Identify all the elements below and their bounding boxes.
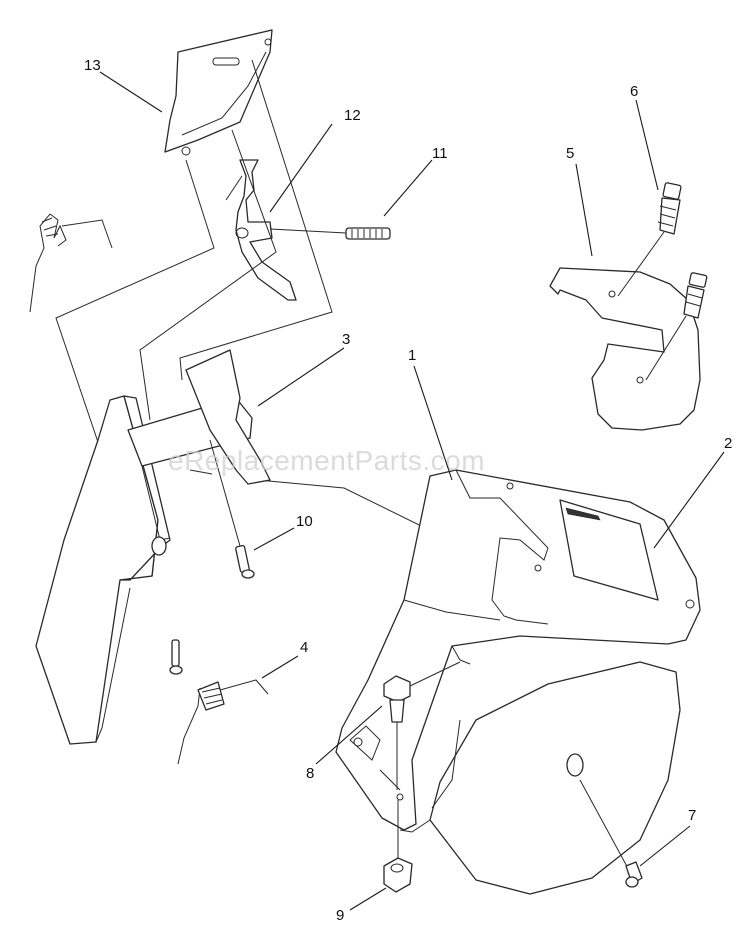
part-1-chute-housing [335, 469, 701, 831]
part-10-screw [209, 439, 255, 579]
part-6-bolts [617, 182, 708, 381]
part-9-nut [383, 800, 413, 893]
callout-leaders [99, 71, 725, 911]
watermark-text: eReplacementParts.com [168, 445, 485, 476]
callout-10: 10 [296, 513, 313, 530]
part-12-latch-link [235, 159, 297, 301]
callout-9: 9 [336, 907, 344, 924]
callout-12: 12 [344, 107, 361, 124]
callout-numbers: 13 12 11 5 6 3 1 2 10 4 8 7 9 [84, 57, 732, 924]
callout-13: 13 [84, 57, 101, 74]
alignment-lines [55, 59, 471, 551]
callout-1: 1 [408, 347, 416, 364]
lower-deflector [399, 661, 681, 895]
callout-5: 5 [566, 145, 574, 162]
callout-3: 3 [342, 331, 350, 348]
screw-lower-flap [169, 639, 183, 675]
part-7-screw [625, 861, 643, 888]
spring-upper-left [29, 213, 113, 313]
callout-6: 6 [630, 83, 638, 100]
part-5-bracket [549, 267, 701, 431]
part-11-spring [269, 227, 391, 240]
part-3-flap-assembly [35, 349, 271, 745]
part-8-bolt [383, 661, 461, 790]
callout-11: 11 [432, 145, 448, 162]
callout-8: 8 [306, 765, 314, 782]
callout-7: 7 [688, 807, 696, 824]
callout-2: 2 [724, 435, 732, 452]
part-4-torsion-spring [177, 679, 269, 765]
callout-4: 4 [300, 639, 308, 656]
part-13-bracket-plate [164, 29, 273, 156]
